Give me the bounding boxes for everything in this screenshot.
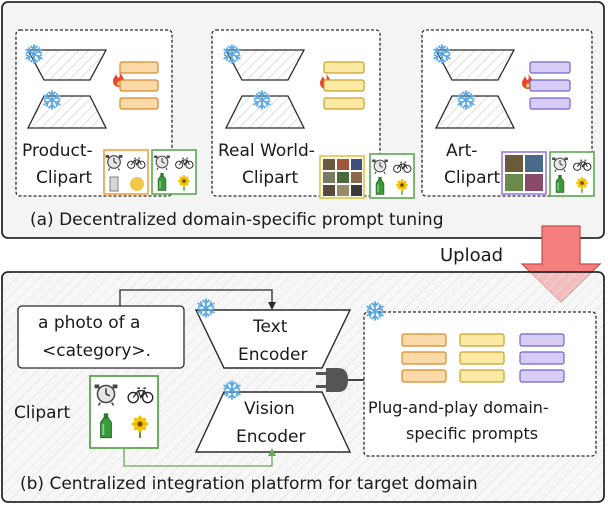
prompts-label-line1: Plug-and-play domain- bbox=[368, 398, 549, 417]
client-realworld-clipart bbox=[211, 29, 415, 199]
vision-encoder-line2: Encoder bbox=[236, 427, 306, 447]
text-encoder-line1: Text bbox=[253, 317, 288, 337]
text-prompt-line2: <category>. bbox=[42, 341, 152, 361]
client3-label-line2: Clipart bbox=[444, 168, 501, 188]
prompt-pool-yellow bbox=[459, 333, 505, 383]
vision-encoder-shape bbox=[194, 391, 352, 453]
plug-icon bbox=[316, 368, 366, 392]
client2-label-line2: Clipart bbox=[242, 168, 299, 188]
prompt-pool-box bbox=[363, 311, 597, 457]
client1-label-line2: Clipart bbox=[36, 168, 93, 188]
prompts-label-line2: specific prompts bbox=[406, 424, 539, 443]
client-art-clipart bbox=[421, 29, 595, 197]
target-image-label: Clipart bbox=[14, 403, 71, 423]
client2-label-line1: Real World- bbox=[218, 141, 315, 161]
text-encoder-line2: Encoder bbox=[238, 345, 308, 365]
prompt-to-encoder-line bbox=[119, 289, 273, 306]
client-product-clipart bbox=[15, 29, 197, 197]
prompt-pool-orange bbox=[401, 333, 447, 383]
text-prompt-box bbox=[17, 305, 185, 369]
upload-label: Upload bbox=[440, 245, 504, 266]
text-encoder-shape bbox=[194, 309, 352, 369]
vision-encoder-line1: Vision bbox=[244, 399, 295, 419]
prompt-pool-purple bbox=[519, 333, 565, 383]
client3-label-line1: Art- bbox=[446, 141, 478, 161]
panel-a-caption: (a) Decentralized domain-specific prompt… bbox=[30, 210, 444, 230]
encoder-top bbox=[26, 49, 108, 81]
text-prompt-line1: a photo of a bbox=[38, 313, 141, 333]
image-to-encoder-line bbox=[123, 448, 273, 467]
panel-b-caption: (b) Centralized integration platform for… bbox=[20, 474, 478, 494]
client1-label-line1: Product- bbox=[22, 141, 93, 161]
